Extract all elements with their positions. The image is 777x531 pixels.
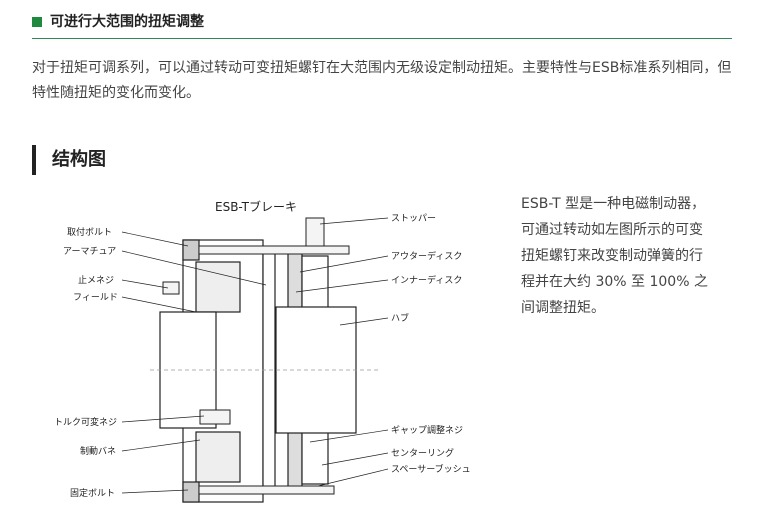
label-inner-disk: インナーディスク [391, 274, 462, 286]
structure-description: ESB-T 型是一种电磁制动器，可通过转动如左图所示的可变扭矩螺钉来改变制动弹簧… [521, 196, 708, 316]
label-gap-screw: ギャップ調整ネジ [391, 424, 463, 436]
label-hub: ハブ [391, 312, 409, 324]
leader-l4 [121, 296, 197, 313]
section-title: 可进行大范围的扭矩调整 [50, 14, 204, 30]
stopper-body [305, 217, 325, 247]
leader-l1 [121, 231, 189, 247]
label-field: フィールド [73, 293, 118, 303]
intro-paragraph: 对于扭矩可调系列，可以通过转动可变扭矩螺钉在大范围内无级设定制动扭矩。主要特性与… [32, 60, 732, 101]
hub [275, 306, 357, 434]
label-outer-disk: アウターディスク [391, 250, 462, 262]
set-screw [162, 281, 180, 295]
coil-lower [195, 431, 241, 483]
brake-structure-diagram: ESB-Tブレーキ [0, 190, 500, 527]
label-spacer-bush: スペーサーブッシュ [391, 463, 471, 475]
leader-r1 [319, 217, 389, 225]
coil-upper [195, 261, 241, 313]
section-header: 可进行大范围的扭矩调整 [32, 12, 732, 39]
label-fix-bolt: 固定ボルト [70, 487, 115, 499]
leader-r5 [309, 429, 389, 443]
leader-l7 [121, 489, 189, 494]
leader-l5 [121, 415, 205, 423]
leader-l2 [121, 250, 267, 286]
diagram-svg: ESB-Tブレーキ [54, 199, 471, 503]
diagram-title: ESB-Tブレーキ [215, 199, 297, 214]
leader-r4 [339, 317, 389, 326]
structure-heading: 结构图 [52, 149, 106, 170]
heading-bar [32, 145, 36, 175]
leader-r3 [295, 279, 389, 293]
leader-r7 [317, 468, 389, 487]
label-center-ring: センターリング [391, 447, 454, 459]
label-set-screw: 止メネジ [78, 274, 114, 286]
fix-bolt-head [182, 481, 200, 503]
leader-l3 [121, 279, 169, 289]
label-torque-screw: トルク可変ネジ [54, 416, 117, 428]
label-stopper: ストッパー [391, 213, 436, 224]
section-marker-icon [32, 17, 42, 27]
label-armature: アーマチュア [63, 246, 116, 257]
armature [262, 251, 276, 491]
leader-r2 [299, 255, 389, 273]
label-brake-spring: 制動バネ [80, 445, 116, 457]
mount-bolt-head [182, 239, 200, 261]
leader-r6 [321, 452, 389, 466]
label-mount-bolt: 取付ボルト [67, 227, 112, 238]
leader-l6 [121, 439, 201, 452]
stopper-shaft [198, 245, 350, 255]
fix-bolt-shaft [198, 485, 335, 495]
torque-screw [199, 409, 231, 425]
